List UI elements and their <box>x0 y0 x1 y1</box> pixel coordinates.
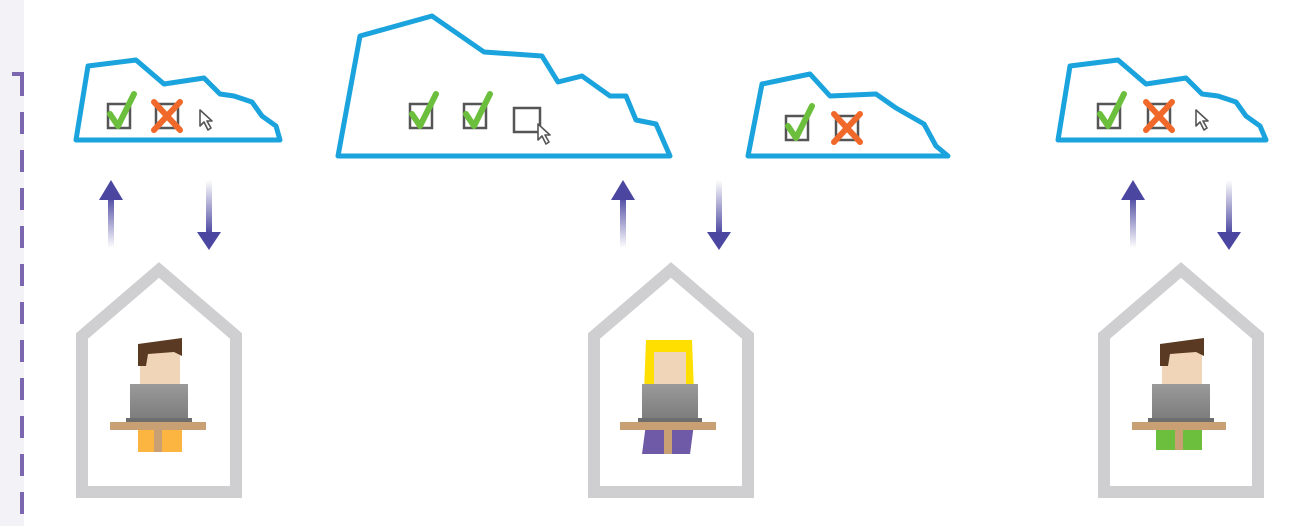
cloud-4 <box>1055 57 1269 143</box>
person-at-laptop-icon <box>110 338 206 452</box>
download-arrow-icon <box>707 180 731 250</box>
empty-checkbox-icon <box>512 106 542 134</box>
user-3-home <box>1104 270 1258 492</box>
arrows-user-2 <box>611 180 731 250</box>
download-arrow-icon <box>197 180 221 250</box>
arrows-user-1 <box>99 180 221 250</box>
download-arrow-icon <box>1217 180 1241 250</box>
cloud-outline <box>335 13 673 159</box>
person-at-laptop-icon <box>620 340 716 454</box>
arrows-user-3 <box>1121 180 1241 250</box>
user-2-home <box>594 270 748 492</box>
cloud-1 <box>73 57 283 143</box>
upload-arrow-icon <box>1121 180 1145 248</box>
upload-arrow-icon <box>99 180 123 248</box>
user-1-home <box>82 270 236 492</box>
upload-arrow-icon <box>611 180 635 248</box>
cloud-3 <box>745 71 951 159</box>
cloud-2 <box>335 13 673 159</box>
person-at-laptop-icon <box>1132 338 1226 450</box>
dashed-divider <box>12 72 24 526</box>
